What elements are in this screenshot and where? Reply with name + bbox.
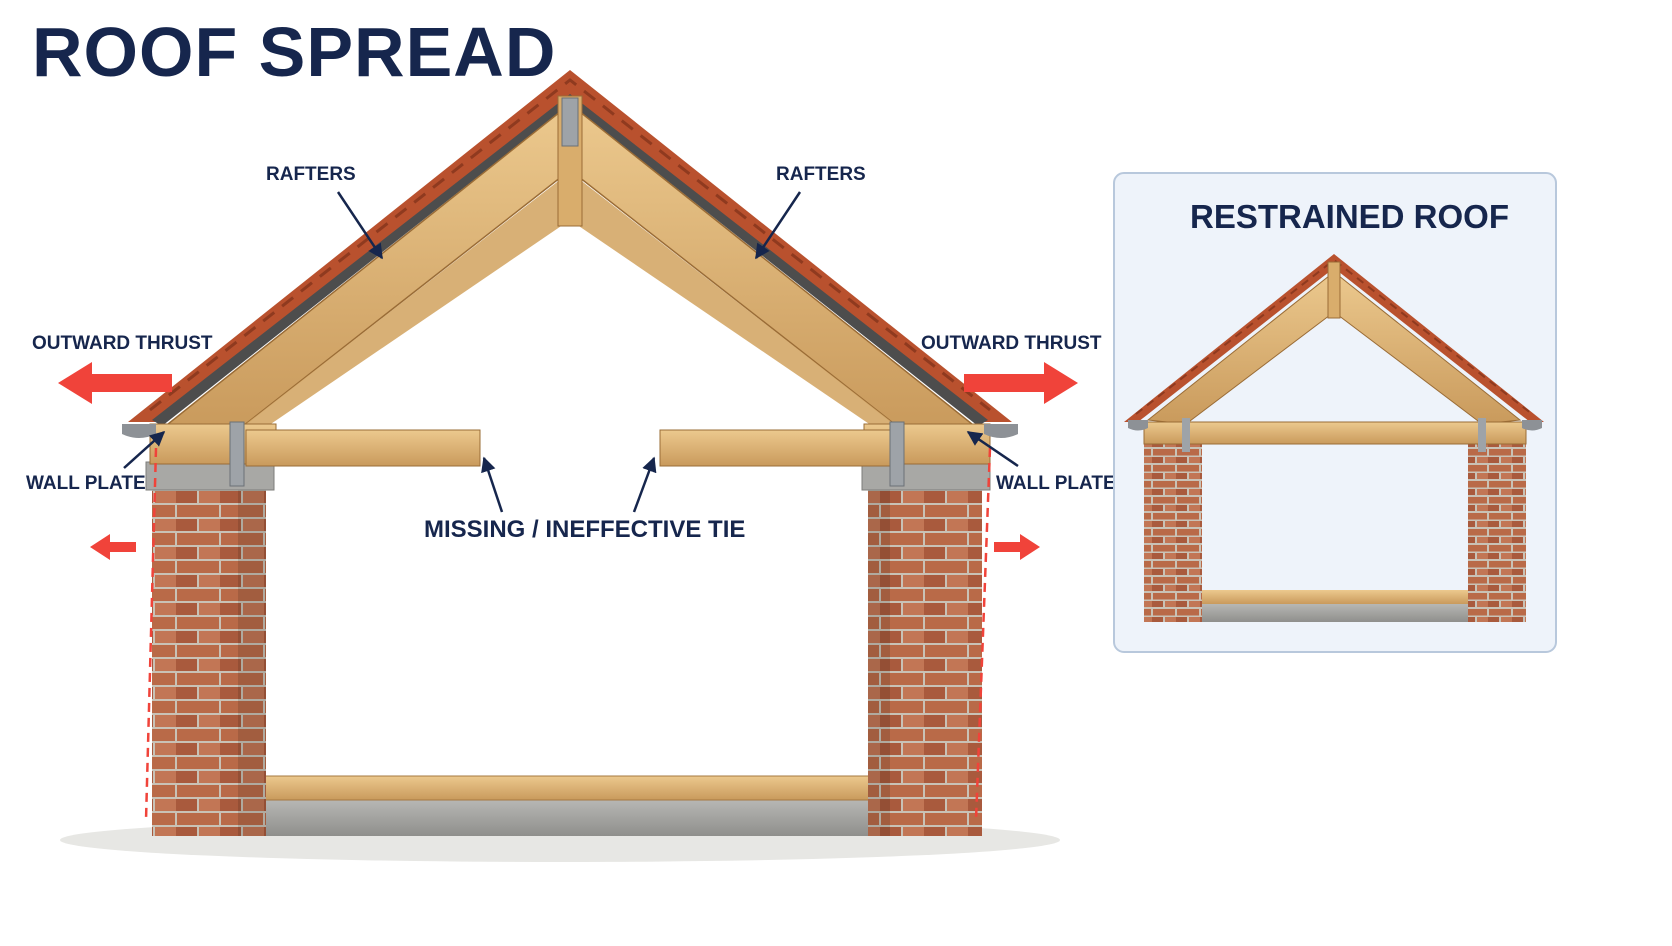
wall-plate-label-right: WALL PLATE <box>996 473 1116 494</box>
inset-right-bracket <box>1478 418 1486 452</box>
rafters-label-right: RAFTERS <box>776 164 866 185</box>
arrow-right-icon <box>964 362 1078 404</box>
right-purlin <box>570 172 902 430</box>
thrust-arrow-left <box>58 362 172 404</box>
restrained-roof-panel: RESTRAINED ROOF <box>1113 172 1557 653</box>
wall-plate-pointer-left <box>123 430 166 469</box>
inset-left-bracket <box>1182 418 1190 452</box>
left-metal-bracket <box>229 421 245 487</box>
right-padstone <box>861 461 991 491</box>
rafters-pointer-left <box>336 191 384 260</box>
panel-background <box>1113 172 1557 653</box>
left-gutter <box>122 424 156 438</box>
outward-thrust-label-right: OUTWARD THRUST <box>921 333 1102 354</box>
inset-slab <box>1180 604 1470 622</box>
thrust-arrow-right <box>964 362 1078 404</box>
right-wall-shade <box>868 488 890 836</box>
missing-tie-pointer-left <box>481 456 504 513</box>
inset-right-wall <box>1468 444 1526 622</box>
inset-right-gutter <box>1522 420 1542 431</box>
floor-boards <box>227 775 913 801</box>
roof-tile-ridges <box>149 78 991 412</box>
left-purlin <box>238 172 570 430</box>
wall-plate-pointer-right <box>966 430 1019 468</box>
inset-left-gutter <box>1128 420 1148 431</box>
small-arrow-left-icon <box>90 534 136 560</box>
left-broken-tie <box>245 429 481 467</box>
arrow-left-icon <box>58 362 172 404</box>
ridge-plate <box>561 97 579 147</box>
left-rafter <box>166 102 571 431</box>
right-broken-tie <box>659 429 895 467</box>
inset-ridge <box>1327 261 1341 319</box>
inset-left-wall <box>1144 444 1202 622</box>
left-padstone <box>145 461 275 491</box>
right-metal-bracket <box>889 421 905 487</box>
page-title: ROOF SPREAD <box>32 13 556 91</box>
wall-plate-label-left: WALL PLATE <box>26 473 146 494</box>
right-brick-wall <box>868 488 982 836</box>
right-rafter <box>569 102 974 431</box>
small-arrow-right-icon <box>994 534 1040 560</box>
missing-tie-label: MISSING / INEFFECTIVE TIE <box>424 516 745 543</box>
missing-tie-pointer-right <box>632 456 657 513</box>
rafters-pointer-right <box>754 191 802 260</box>
left-wall-shade <box>238 488 266 836</box>
right-lean-line <box>974 447 992 821</box>
rafters-label-left: RAFTERS <box>266 164 356 185</box>
outward-thrust-label-left: OUTWARD THRUST <box>32 333 213 354</box>
main-house <box>60 70 1060 862</box>
concrete-slab <box>226 800 914 836</box>
left-lean-line <box>144 447 158 821</box>
inset-tie-beam <box>1143 421 1527 445</box>
panel-title: RESTRAINED ROOF <box>1190 198 1509 235</box>
inset-floor <box>1182 590 1468 604</box>
left-brick-wall <box>152 488 266 836</box>
right-gutter <box>984 424 1018 438</box>
